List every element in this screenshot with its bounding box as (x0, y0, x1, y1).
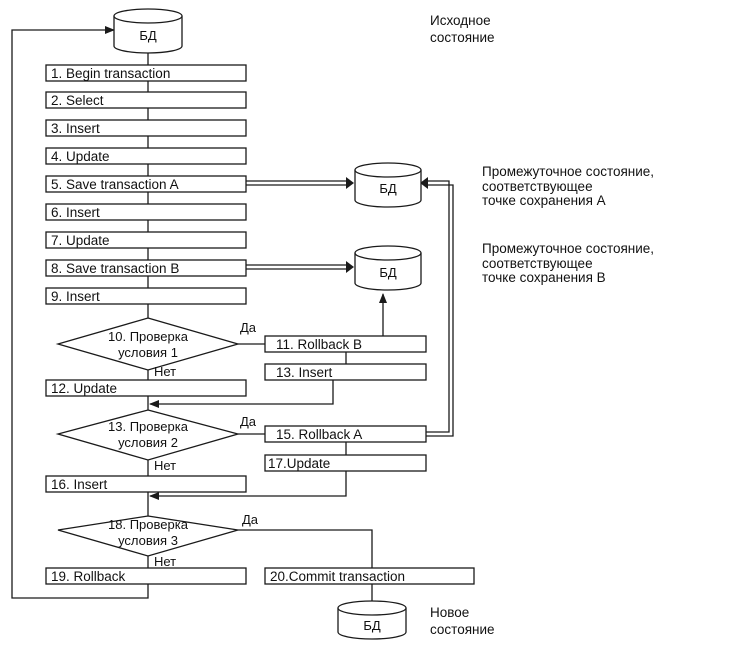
decision-10-line1: 10. Проверка (108, 329, 189, 344)
step-5-label: 5. Save transaction A (51, 177, 179, 192)
step-4-label: 4. Update (51, 149, 110, 164)
note-initial-state: Исходное состояние (430, 13, 495, 45)
decision-10-line2: условия 1 (118, 345, 178, 360)
db-label: БД (379, 181, 397, 196)
decision-18-line1: 18. Проверка (108, 517, 189, 532)
step-19: 19. Rollback (45, 567, 247, 585)
step-17-label: 17.Update (268, 456, 330, 471)
step-6: 6. Insert (45, 203, 247, 221)
db-label: БД (379, 265, 397, 280)
diagram-text: состояние (430, 30, 495, 45)
step-3: 3. Insert (45, 119, 247, 137)
step-7-label: 7. Update (51, 233, 110, 248)
step-6-label: 6. Insert (51, 205, 100, 220)
database-initial: БД (113, 8, 183, 54)
no-label-10: Нет (154, 364, 176, 379)
database-savepoint-b: БД (354, 245, 422, 291)
step-12: 12. Update (45, 379, 247, 397)
diagram-text: соответствующее (482, 179, 593, 194)
step-2-label: 2. Select (51, 93, 104, 108)
yes-label-13: Да (240, 414, 257, 429)
step-8-label: 8. Save transaction B (51, 261, 179, 276)
note-savepoint-a: Промежуточное состояние, соответствующее… (482, 164, 654, 208)
diagram-text: Промежуточное состояние, (482, 164, 654, 179)
diagram-text: Исходное (430, 13, 491, 28)
connectors (11, 26, 454, 602)
decision-10: 10. Проверка условия 1 (55, 317, 241, 371)
diagram-text: точке сохранения А (482, 193, 606, 208)
db-label: БД (139, 28, 157, 43)
step-13-label: 13. Insert (276, 365, 333, 380)
diagram-text: соответствующее (482, 256, 593, 271)
db-label: БД (363, 618, 381, 633)
yes-label-18: Да (242, 512, 259, 527)
step-7: 7. Update (45, 231, 247, 249)
diagram-text: точке сохранения В (482, 270, 606, 285)
diagram-text: Промежуточное состояние, (482, 241, 654, 256)
database-final: БД (337, 600, 407, 640)
diagram-text: состояние (430, 622, 495, 637)
step-4: 4. Update (45, 147, 247, 165)
step-11-label: 11. Rollback B (276, 337, 362, 352)
yes-label-10: Да (240, 320, 257, 335)
step-1-label: 1. Begin transaction (51, 66, 170, 81)
step-20: 20.Commit transaction (264, 567, 475, 585)
note-final-state: Новое состояние (430, 605, 495, 637)
step-12-label: 12. Update (51, 381, 117, 396)
step-17: 17.Update (264, 454, 427, 472)
step-5: 5. Save transaction A (45, 175, 247, 193)
step-8: 8. Save transaction B (45, 259, 247, 277)
diagram-text: Новое (430, 605, 469, 620)
step-9-label: 9. Insert (51, 289, 100, 304)
database-savepoint-a: БД (354, 162, 422, 208)
step-9: 9. Insert (45, 287, 247, 305)
decision-13-line2: условия 2 (118, 435, 178, 450)
step-16: 16. Insert (45, 475, 247, 493)
step-2: 2. Select (45, 91, 247, 109)
decision-18-line2: условия 3 (118, 533, 178, 548)
step-20-label: 20.Commit transaction (270, 569, 405, 584)
note-savepoint-b: Промежуточное состояние, соответствующее… (482, 241, 654, 285)
step-1: 1. Begin transaction (45, 64, 247, 82)
step-11: 11. Rollback B (264, 335, 427, 353)
step-15-label: 15. Rollback A (276, 427, 362, 442)
decision-13: 13. Проверка условия 2 (55, 409, 241, 461)
step-19-label: 19. Rollback (51, 569, 126, 584)
step-3-label: 3. Insert (51, 121, 100, 136)
decision-13-line1: 13. Проверка (108, 419, 189, 434)
decision-18: 18. Проверка условия 3 (57, 515, 239, 557)
step-13: 13. Insert (264, 363, 427, 381)
no-label-13: Нет (154, 458, 176, 473)
step-15: 15. Rollback A (264, 425, 427, 443)
step-16-label: 16. Insert (51, 477, 108, 492)
no-label-18: Нет (154, 554, 176, 569)
